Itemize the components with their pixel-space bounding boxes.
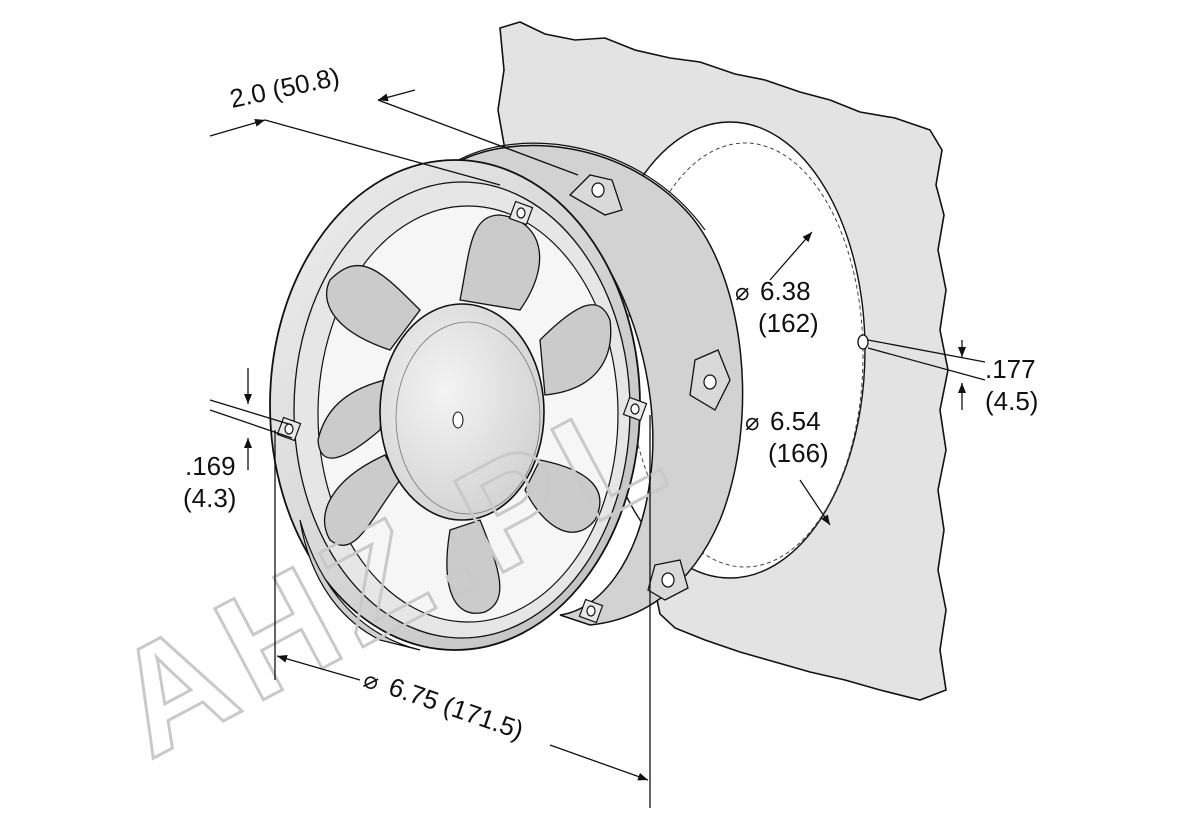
mount-circle-mm-label: (166)	[768, 438, 829, 468]
cutout-diameter-label: 6.38	[760, 276, 811, 306]
mount-tab-middle	[689, 349, 731, 411]
blade-7	[317, 379, 386, 459]
mount-tab-bottom	[647, 559, 689, 601]
fan-housing	[443, 142, 744, 626]
blade-4	[524, 459, 601, 533]
panel-hole-mm-label: (4.5)	[985, 386, 1038, 416]
panel-hole-label: .177	[985, 354, 1036, 384]
dimension-lines	[209, 89, 986, 808]
mount-tab-top	[568, 174, 623, 216]
fan-hole-label: .169	[185, 451, 236, 481]
blade-1	[326, 264, 421, 351]
fan-hole-mm-label: (4.3)	[183, 483, 236, 513]
cutout-diameter-mm-label: (162)	[758, 308, 819, 338]
blade-2	[459, 214, 541, 311]
hub-center-dot	[452, 411, 464, 429]
blade-3	[539, 304, 612, 396]
outer-diameter-label: 6.75 (171.5)	[385, 671, 527, 745]
mount-circle-symbol: ⌀	[745, 409, 759, 436]
mount-circle-label: 6.54	[770, 406, 821, 436]
blade-6	[323, 454, 401, 546]
depth-label: 2.0 (50.8)	[227, 61, 342, 113]
fan-blades	[317, 214, 612, 614]
panel-hole	[857, 334, 869, 350]
fan-hub	[379, 303, 545, 521]
blade-5	[446, 519, 501, 614]
cutout-diameter-symbol: ⌀	[735, 279, 749, 306]
